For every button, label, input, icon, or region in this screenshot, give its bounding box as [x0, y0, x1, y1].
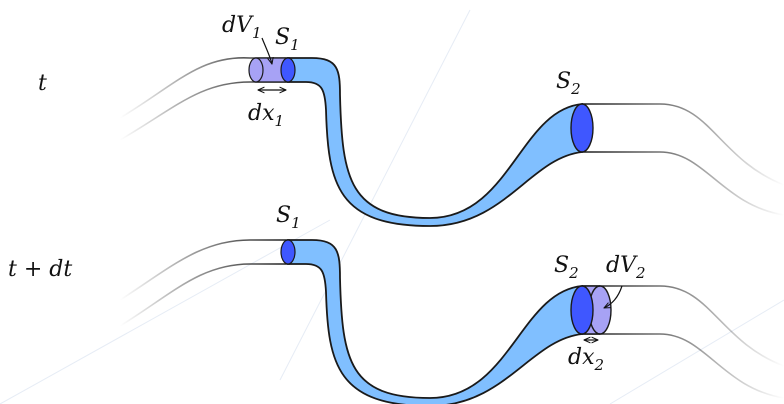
- time-label: t + dt: [8, 257, 72, 282]
- inlet-wall-top: [119, 239, 290, 301]
- section-s2: [570, 285, 594, 335]
- label-dv2: dV2: [606, 253, 646, 282]
- outlet-wall-top: [582, 285, 784, 367]
- fluid-body: [287, 57, 583, 227]
- label-s2: S2: [554, 253, 579, 282]
- label-dx1: dx1: [248, 101, 284, 130]
- panel-time-t-plus-dt: t + dt S1 S2 dV2 dx2: [8, 203, 784, 404]
- label-s2: S2: [556, 69, 581, 98]
- inlet-wall-bottom: [119, 81, 290, 141]
- volume-element-dv1-face: [248, 57, 264, 83]
- label-s1: S1: [275, 25, 300, 54]
- inlet-wall-bottom: [119, 263, 290, 327]
- section-s1: [280, 239, 296, 265]
- time-label: t: [38, 71, 47, 96]
- label-dx2: dx2: [568, 345, 604, 374]
- section-s2: [570, 103, 594, 153]
- dv2-pointer: [604, 285, 623, 308]
- label-dv1: dV1: [222, 13, 262, 42]
- watermark-lines: [0, 9, 784, 404]
- label-s1: S1: [276, 203, 301, 232]
- outlet-wall-bottom: [582, 333, 784, 399]
- outlet-wall-top: [582, 103, 784, 186]
- section-s1: [280, 57, 296, 83]
- outlet-wall-bottom: [582, 151, 784, 216]
- inlet-wall-top: [119, 57, 290, 119]
- panel-time-t: t dV1 S1 dx1 S2: [38, 13, 784, 227]
- fluid-body: [287, 239, 583, 404]
- dv1-pointer: [261, 37, 272, 64]
